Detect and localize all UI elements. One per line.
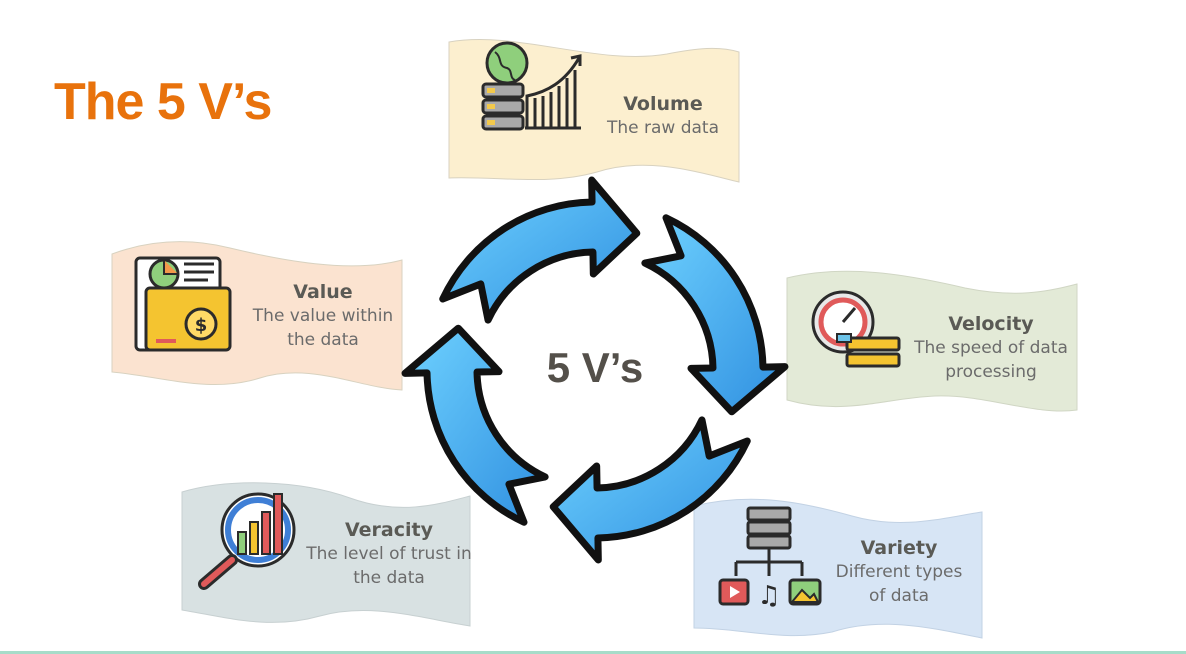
volume-banner — [448, 39, 740, 183]
magnifier-chart-icon — [198, 492, 296, 590]
value-banner: $ — [111, 241, 403, 391]
svg-text:♫: ♫ — [757, 581, 780, 611]
volume-name: Volume — [623, 93, 703, 115]
variety-description: Different types of data — [835, 562, 963, 606]
variety-name: Variety — [860, 537, 938, 559]
server-globe-growth-icon — [481, 41, 582, 131]
cycle-arrow-bottom — [549, 416, 751, 564]
cycle-diagram — [401, 176, 789, 564]
value-name: Value — [293, 281, 353, 303]
value-text: Value The value within the data — [243, 280, 403, 352]
cycle-arrow-top — [439, 176, 641, 324]
data-types-icon: ♫ — [718, 506, 822, 611]
value-description: The value within the data — [252, 306, 394, 350]
speedometer-server-icon — [811, 290, 901, 368]
volume-description: The raw data — [606, 118, 720, 138]
variety-text: Variety Different types of data — [826, 536, 972, 608]
velocity-banner — [786, 270, 1078, 412]
veracity-banner — [181, 482, 471, 627]
velocity-description: The speed of data processing — [914, 338, 1068, 382]
slide-title: The 5 V’s — [54, 73, 272, 131]
folder-dollar-icon: $ — [134, 256, 232, 352]
volume-text: Volume The raw data — [588, 92, 738, 140]
svg-text:$: $ — [195, 315, 208, 336]
veracity-text: Veracity The level of trust in the data — [305, 518, 473, 590]
veracity-description: The level of trust in the data — [306, 544, 472, 588]
variety-banner: ♫ — [693, 498, 983, 639]
center-label: 5 V’s — [546, 344, 644, 391]
cycle-arrow-right — [641, 214, 789, 416]
cycle-arrow-left — [401, 324, 549, 526]
velocity-name: Velocity — [948, 313, 1034, 335]
velocity-text: Velocity The speed of data processing — [904, 312, 1078, 384]
veracity-name: Veracity — [345, 519, 433, 541]
